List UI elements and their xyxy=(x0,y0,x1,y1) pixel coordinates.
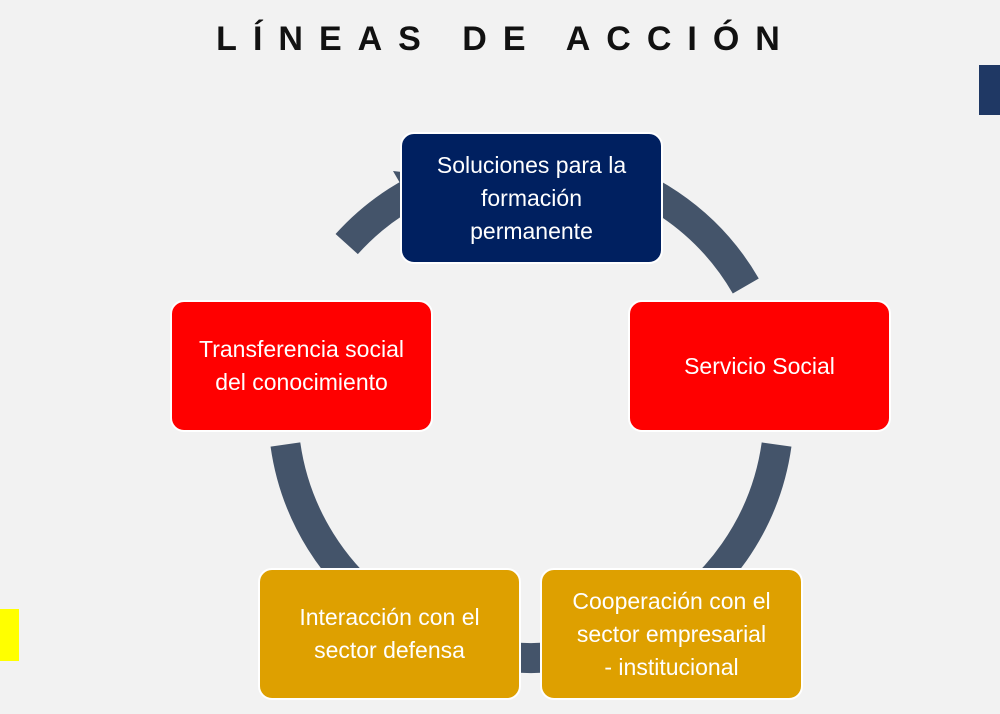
node-label: Cooperación con el sector empresarial - … xyxy=(572,587,771,680)
node-interaccion-sector-defensa[interactable]: Interacción con el sector defensa xyxy=(258,568,521,700)
node-label: Interacción con el sector defensa xyxy=(299,604,480,663)
accent-bar-blue xyxy=(979,65,1000,115)
node-label: Servicio Social xyxy=(684,352,835,379)
node-cooperacion-sector-empresarial[interactable]: Cooperación con el sector empresarial - … xyxy=(540,568,803,700)
node-servicio-social[interactable]: Servicio Social xyxy=(628,300,891,432)
slide-title: LÍNEAS DE ACCIÓN xyxy=(216,20,796,58)
node-label: Soluciones para la formación permanente xyxy=(436,151,627,244)
node-label: Transferencia social del conocimiento xyxy=(199,336,404,395)
node-formacion-permanente[interactable]: Soluciones para la formación permanente xyxy=(400,132,663,264)
accent-bar-yellow xyxy=(0,609,19,661)
node-transferencia-social[interactable]: Transferencia social del conocimiento xyxy=(170,300,433,432)
